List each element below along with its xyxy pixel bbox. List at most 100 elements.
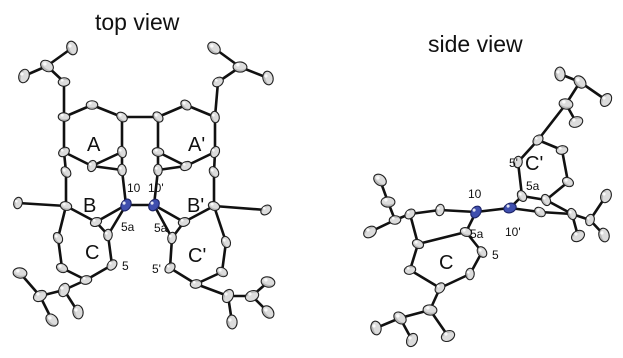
side-atom-label-5: 5 [492,248,499,262]
carbon-atom [52,231,64,245]
carbon-atom [12,267,28,279]
nitrogen-atom [120,198,132,212]
carbon-atom [370,320,382,336]
carbon-atom [363,225,377,239]
carbon-atom [554,66,566,82]
carbon-atom [212,76,224,88]
ring-label-A: A [87,134,101,156]
carbon-atom [66,40,78,56]
side-atom-label-5-prime: 5' [509,156,518,170]
carbon-atom [60,166,72,178]
bond [152,203,186,224]
carbon-atom [516,190,528,202]
carbon-atom [558,98,574,110]
bond [16,201,68,208]
carbon-atom [585,213,595,227]
carbon-atom [209,145,221,159]
atom-label-5a: 5a [121,220,135,234]
bond [212,204,228,244]
carbon-atom [55,262,69,274]
carbon-atom [58,282,70,298]
carbon-atom [476,246,488,258]
nitrogen-atom [470,205,482,219]
carbon-atom [89,216,103,228]
bond [156,103,188,119]
carbon-atom [388,215,402,225]
carbon-atom [555,145,569,155]
carbon-atom [207,41,221,55]
bond [408,268,442,290]
carbon-atom [465,267,475,281]
carbon-atom [573,75,587,89]
bond [416,230,468,246]
carbon-atom [32,289,48,303]
carbon-atom [57,112,71,122]
carbon-atom [403,265,417,275]
carbon-atom [422,304,438,316]
carbon-atom [440,329,456,343]
carbon-atom [244,290,260,302]
carbon-atom [261,305,275,319]
carbon-atom [152,111,164,123]
carbon-atom [226,314,238,330]
carbon-atom [40,59,54,73]
carbon-atom [393,311,407,325]
side-atom-label-5a: 5a [470,227,484,241]
carbon-atom [79,275,93,285]
carbon-atom [208,166,220,178]
carbon-atom [568,116,584,128]
side-ring-label-C: C [439,252,453,274]
carbon-atom [220,235,232,249]
atom-layer [12,40,613,348]
carbon-atom [540,193,552,207]
bond [536,102,568,142]
bond [212,204,268,212]
carbon-atom [117,145,127,159]
carbon-atom [534,206,546,218]
side-atom-label-10: 10 [468,187,482,201]
carbon-atom [598,227,610,243]
carbon-atom [435,203,445,217]
carbon-atom [373,173,387,187]
carbon-atom [260,276,276,288]
side-view-title: side view [428,31,523,57]
carbon-atom [116,111,128,123]
ring-label-C: C [85,242,99,264]
carbon-atom [59,201,73,211]
carbon-atom [260,204,272,216]
carbon-atom [117,163,127,177]
carbon-atom [164,262,176,274]
carbon-atom [262,70,274,86]
carbon-atom [411,238,425,250]
carbon-atom [18,68,30,84]
carbon-atom [58,146,70,158]
atom-label-10: 10 [127,181,141,195]
carbon-atom [210,110,220,124]
bond [56,204,68,240]
atom-label-5-prime: 5' [152,262,161,276]
bond [90,150,124,168]
side-ring-label-C-prime: C' [525,153,543,175]
carbon-atom [232,61,248,73]
carbon-atom [570,229,586,243]
carbon-atom [13,196,23,210]
atom-label-5: 5 [122,259,129,273]
side-atom-label-5a-prime: 5a [526,179,540,193]
ring-label-B: B [83,195,96,217]
nitrogen-atom [503,202,517,214]
carbon-atom [405,332,419,348]
carbon-atom [180,99,192,111]
carbon-atom [106,259,118,271]
carbon-atom [103,228,113,242]
carbon-atom [380,196,396,208]
carbon-atom [45,313,59,327]
carbon-atom [167,231,177,245]
bond [560,148,570,184]
bond [90,164,124,172]
carbon-atom [57,77,71,87]
bond [438,208,478,214]
ring-label-A-prime: A' [188,134,205,156]
carbon-atom [86,159,98,173]
bond [62,150,94,168]
carbon-atom [459,227,473,237]
